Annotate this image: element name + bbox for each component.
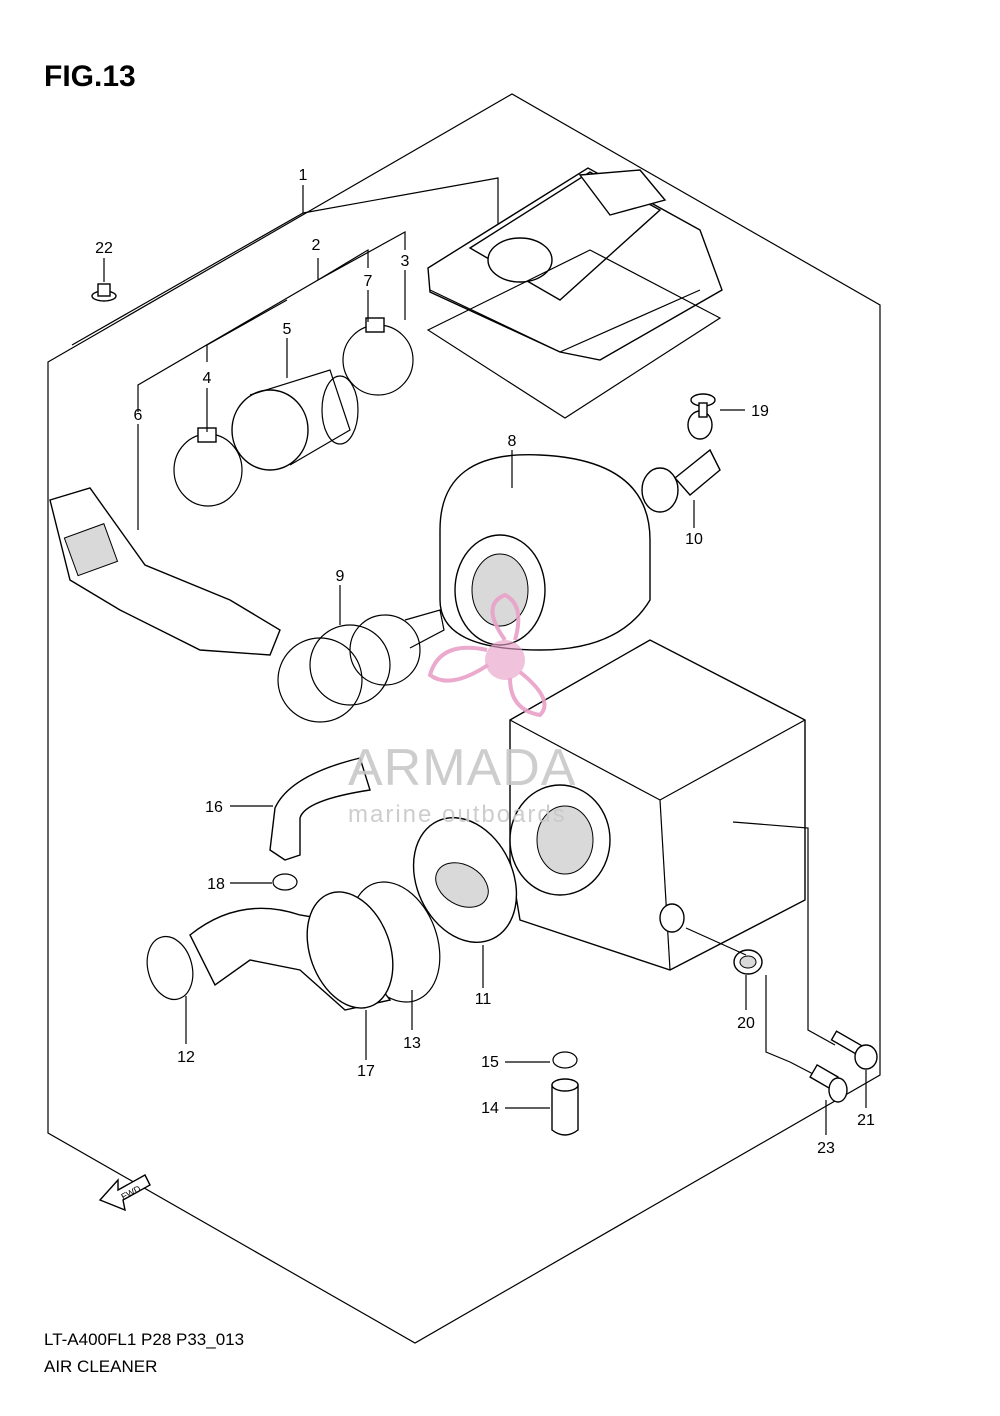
callout-8: 8 [508,433,517,450]
part-screw-23[interactable] [789,1061,848,1103]
part-bolt-21[interactable] [830,1030,878,1070]
part-screen-11[interactable] [394,801,536,959]
callout-18: 18 [207,876,225,893]
callout-11: 11 [475,991,492,1008]
callout-1: 1 [299,167,308,184]
callout-2: 2 [312,237,321,254]
part-outlet-duct-17[interactable] [189,880,408,1020]
part-screw-19[interactable] [690,393,716,418]
callout-13: 13 [403,1035,421,1052]
callout-19: 19 [751,403,769,420]
callout-23: 23 [817,1140,835,1157]
part-cap-seal[interactable] [426,249,722,419]
part-clip-15[interactable] [552,1051,578,1069]
part-drain-tube-14[interactable] [551,1078,579,1136]
part-breather-hose-16[interactable] [269,757,371,861]
part-filter-element[interactable] [439,454,651,651]
watermark: ARMADA marine outboards [348,592,576,828]
callout-3: 3 [401,253,410,270]
part-air-cleaner-case[interactable] [509,639,806,971]
callout-7: 7 [364,273,373,290]
callout-14: 14 [481,1100,499,1117]
part-drain-plug-10[interactable] [641,410,721,513]
callout-10: 10 [685,531,703,548]
callout-21: 21 [857,1112,875,1129]
part-filter-cage[interactable] [277,609,445,723]
callout-5: 5 [283,321,292,338]
assembly-boundary [47,93,881,1344]
figure-title: FIG.13 [44,60,136,93]
callout-4: 4 [203,370,212,387]
callout-16: 16 [205,799,223,816]
watermark-brand: ARMADA [348,739,576,797]
part-air-cleaner-cap[interactable] [427,167,723,361]
leader-lines [103,258,867,1135]
part-clamp-4[interactable] [173,427,243,507]
part-clip-18[interactable] [272,873,298,891]
part-intake-duct[interactable] [49,487,281,656]
callout-15: 15 [481,1054,499,1071]
part-clamp-12[interactable] [140,931,199,1004]
part-rivet-22[interactable] [91,283,117,302]
assembly-name: AIR CLEANER [44,1357,158,1376]
watermark-tagline: marine outboards [348,801,567,828]
fwd-direction-arrow: FWD [98,1174,151,1212]
watermark-propeller-logo [427,592,547,718]
callout-6: 6 [134,407,143,424]
part-intake-hose[interactable] [231,369,359,471]
callout-22: 22 [95,240,113,257]
part-clamp-7[interactable] [342,317,414,396]
part-grommet-20[interactable] [733,949,763,975]
assembly-brackets [71,177,499,412]
model-code: LT-A400FL1 P28 P33_013 [44,1330,245,1349]
callout-20: 20 [737,1015,755,1032]
callout-9: 9 [336,568,345,585]
callouts: 1 2 3 4 5 6 7 8 9 10 11 12 13 14 15 16 1… [95,167,875,1157]
callout-12: 12 [177,1049,195,1066]
callout-17: 17 [357,1063,375,1080]
